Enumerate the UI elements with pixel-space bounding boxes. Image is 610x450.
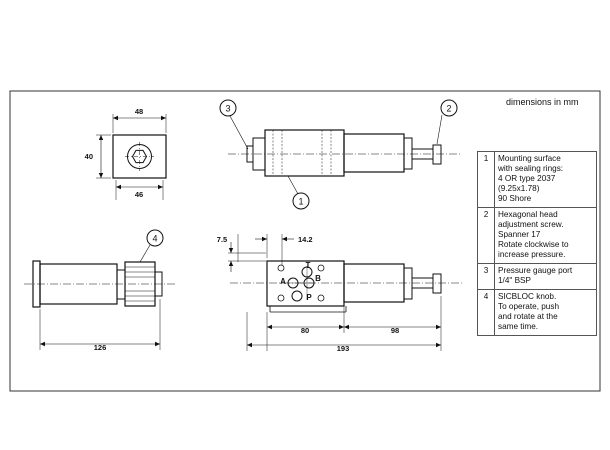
- units-note: dimensions in mm: [506, 97, 579, 107]
- legend-line: 1/4" BSP: [498, 276, 531, 285]
- port-label-p: P: [306, 293, 312, 302]
- legend-line: Rotate clockwise to: [498, 240, 569, 249]
- legend-line: Spanner 17: [498, 230, 541, 239]
- callout-4: 4: [139, 229, 164, 263]
- legend-line: To operate, push: [498, 302, 559, 311]
- bottom-view: [228, 234, 462, 351]
- legend-line: Hexagonal head: [498, 210, 558, 219]
- dim-length-left: 126: [94, 343, 107, 352]
- dim-length-80: 80: [301, 326, 309, 335]
- legend-line: 4 OR type 2037: [498, 174, 556, 183]
- callout-1-number: 1: [298, 197, 303, 207]
- dim-top-width: 48: [135, 107, 143, 116]
- dim-offset-small: 7.5: [217, 235, 227, 244]
- dim-bottom-width: 46: [135, 190, 143, 199]
- drawing-frame: [9, 90, 601, 392]
- legend-line: increase pressure.: [498, 250, 566, 259]
- legend-number: 1: [477, 151, 495, 208]
- legend-line: same time.: [498, 322, 539, 331]
- dim-length-98: 98: [391, 326, 399, 335]
- callout-4-number: 4: [152, 234, 157, 244]
- end-view: [96, 114, 167, 200]
- callout-2: 2: [436, 99, 458, 145]
- side-view-knob: [24, 260, 175, 350]
- legend-line: (9.25x1.78): [498, 184, 540, 193]
- callout-1: 1: [287, 175, 310, 210]
- legend-line: with sealing rings:: [498, 164, 564, 173]
- callout-3-number: 3: [225, 104, 230, 114]
- port-label-a: A: [280, 277, 286, 286]
- port-label-t: T: [306, 261, 311, 270]
- callout-3: 3: [219, 99, 249, 150]
- legend-number: 4: [477, 289, 495, 336]
- legend-number: 3: [477, 263, 495, 290]
- top-view: [228, 129, 462, 177]
- dim-side-height: 40: [85, 152, 93, 161]
- legend-line: Mounting surface: [498, 154, 561, 163]
- legend-line: and rotate at the: [498, 312, 558, 321]
- legend-number: 2: [477, 207, 495, 264]
- legend-line: SICBLOC knob.: [498, 292, 557, 301]
- port-label-b: B: [315, 274, 321, 283]
- dim-length-total: 193: [337, 344, 350, 353]
- legend-line: 90 Shore: [498, 194, 532, 203]
- legend-line: adjustment screw.: [498, 220, 564, 229]
- dim-offset-port: 14.2: [298, 235, 313, 244]
- callout-2-number: 2: [446, 104, 451, 114]
- legend-line: Pressure gauge port: [498, 266, 573, 275]
